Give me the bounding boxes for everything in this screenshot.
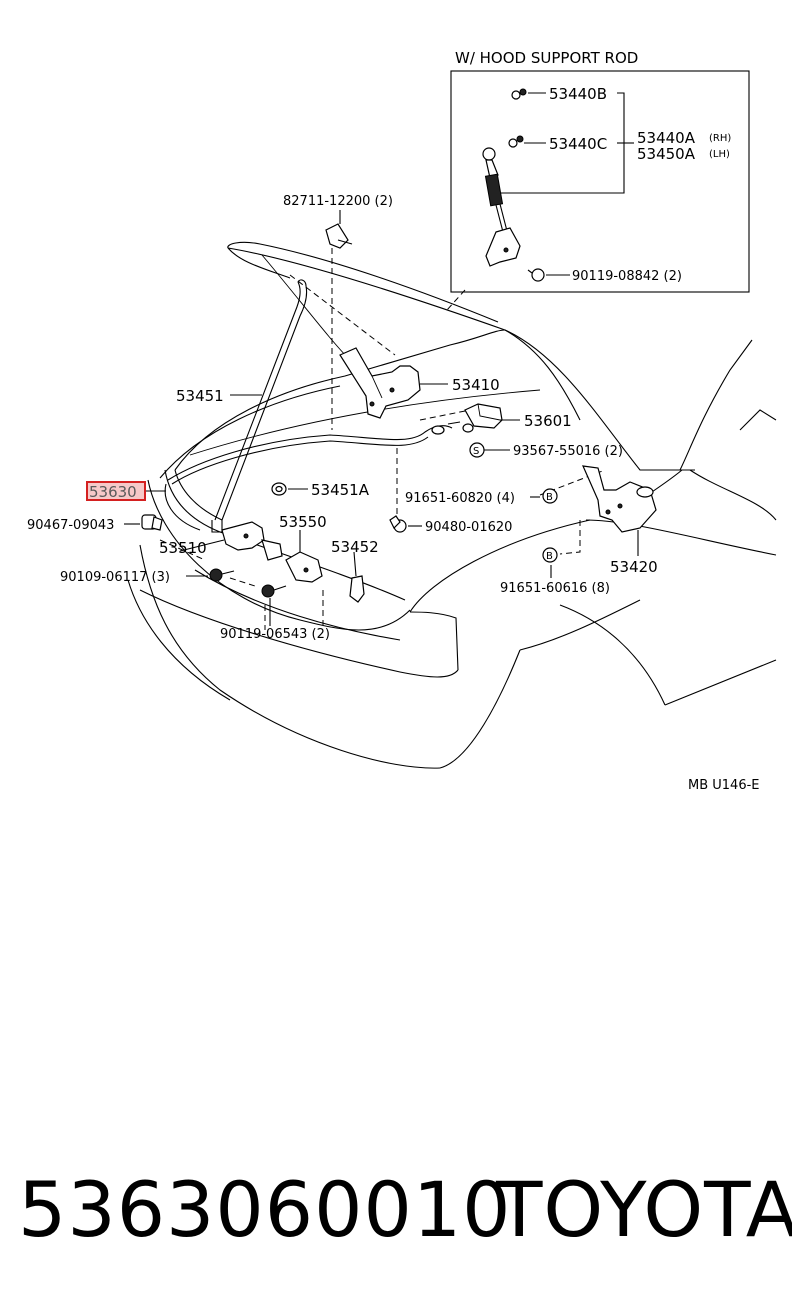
- leader-lines: [124, 210, 639, 626]
- svg-text:S: S: [473, 446, 479, 457]
- parts-diagram: W/ HOOD SUPPORT ROD: [27, 49, 777, 793]
- label-53601: 53601: [524, 412, 572, 430]
- label-90109-06117: 90109-06117 (3): [60, 570, 170, 585]
- latch-53420: [582, 465, 657, 533]
- inset-hood-support-rod: W/ HOOD SUPPORT ROD: [450, 49, 750, 293]
- label-53451A: 53451A: [311, 481, 370, 499]
- hinge-53410: [339, 347, 421, 419]
- nut-90480: [389, 515, 407, 533]
- label-53450A: 53450A: [637, 145, 696, 163]
- reference-code: MB U146-E: [688, 778, 760, 793]
- label-53440A-side: (RH): [709, 133, 731, 144]
- svg-text:B: B: [546, 551, 553, 562]
- bracket-53550: [285, 551, 323, 583]
- brand-name: TOYOTA: [496, 1165, 792, 1254]
- label-90467-09043: 90467-09043: [27, 518, 114, 533]
- label-53630[interactable]: 53630: [89, 483, 137, 501]
- label-90480-01620: 90480-01620: [425, 520, 512, 535]
- vehicle-body-outline: [127, 241, 777, 769]
- inset-part-53440B: [511, 88, 527, 100]
- grommet-53451A: [271, 482, 287, 496]
- label-53420: 53420: [610, 558, 658, 576]
- part-number: 5363060010: [18, 1165, 512, 1254]
- label-90119-06543: 90119-06543 (2): [220, 627, 330, 642]
- label-91651-60820: 91651-60820 (4): [405, 491, 515, 506]
- bolt-90109: [209, 568, 235, 582]
- assembly-dashed-lines: [159, 248, 606, 630]
- clip-82711: [325, 223, 353, 249]
- label-53450A-side: (LH): [709, 149, 730, 160]
- label-53410: 53410: [452, 376, 500, 394]
- gas-strut: [482, 147, 521, 267]
- label-53452: 53452: [331, 538, 379, 556]
- cushion-53452: [349, 575, 365, 603]
- label-93567-55016: 93567-55016 (2): [513, 444, 623, 459]
- grommet-93567: [462, 423, 474, 433]
- highlight-box: [86, 481, 146, 501]
- clip-90467: [141, 514, 163, 531]
- lock-53601: [464, 403, 503, 429]
- striker-53510: [221, 521, 283, 561]
- label-53451: 53451: [176, 387, 224, 405]
- inset-part-53440C: [508, 135, 524, 148]
- bolt-90119-06543: [261, 584, 287, 598]
- hood-support-rod: [211, 279, 308, 533]
- label-53440B: 53440B: [549, 85, 607, 103]
- label-53550: 53550: [279, 513, 327, 531]
- svg-text:B: B: [546, 492, 553, 503]
- release-cable: [164, 421, 461, 531]
- label-82711-12200: 82711-12200 (2): [283, 194, 393, 209]
- highlighted-part-53630[interactable]: 53630: [86, 481, 146, 501]
- label-53440A: 53440A: [637, 129, 696, 147]
- marker-s: S: [469, 442, 485, 458]
- inset-bolt-90119-08842: [527, 268, 545, 282]
- label-91651-60616: 91651-60616 (8): [500, 581, 610, 596]
- label-53510: 53510: [159, 539, 207, 557]
- marker-b-upper: B: [542, 488, 558, 504]
- footer: 5363060010 TOYOTA: [18, 1160, 792, 1270]
- marker-b-lower: B: [542, 547, 558, 563]
- label-53440C: 53440C: [549, 135, 607, 153]
- inset-title: W/ HOOD SUPPORT ROD: [455, 49, 638, 67]
- label-90119-08842: 90119-08842 (2): [572, 269, 682, 284]
